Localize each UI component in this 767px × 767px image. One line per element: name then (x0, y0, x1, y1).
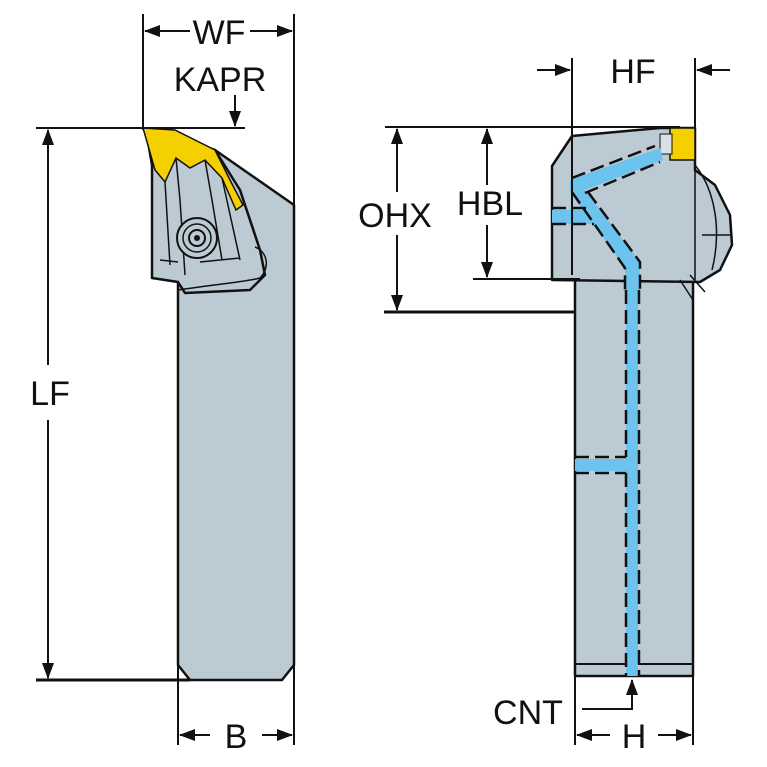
head-chamfer (679, 274, 706, 301)
label-wf: WF (193, 14, 246, 52)
left-view: WF KAPR LF B (30, 14, 296, 756)
coolant-channel-side (552, 210, 596, 224)
cutting-insert-front (669, 127, 696, 161)
label-hbl: HBL (457, 185, 523, 223)
coolant-channel-shank (626, 278, 638, 676)
label-kapr: KAPR (174, 61, 267, 99)
label-b: B (225, 718, 248, 756)
left-head (144, 128, 267, 295)
right-head (550, 126, 734, 284)
clamp-lip (177, 246, 267, 291)
coolant-channel-head (570, 148, 663, 290)
coolant-branch (575, 459, 630, 471)
coolant-outline-head (570, 144, 661, 290)
clamp-detail-lines (159, 157, 241, 276)
clamp-screw (176, 217, 218, 259)
insert-seat (659, 133, 673, 155)
label-hf: HF (610, 53, 655, 91)
coolant-outline-shank (575, 290, 641, 676)
cnt-leader-arrow (582, 679, 638, 710)
label-cnt: CNT (493, 694, 563, 732)
label-h: H (622, 718, 647, 756)
right-view: HF OHX HBL CNT H (358, 53, 734, 756)
head-dome-detail (694, 164, 730, 280)
label-ohx: OHX (358, 197, 432, 235)
label-lf: LF (30, 375, 70, 413)
